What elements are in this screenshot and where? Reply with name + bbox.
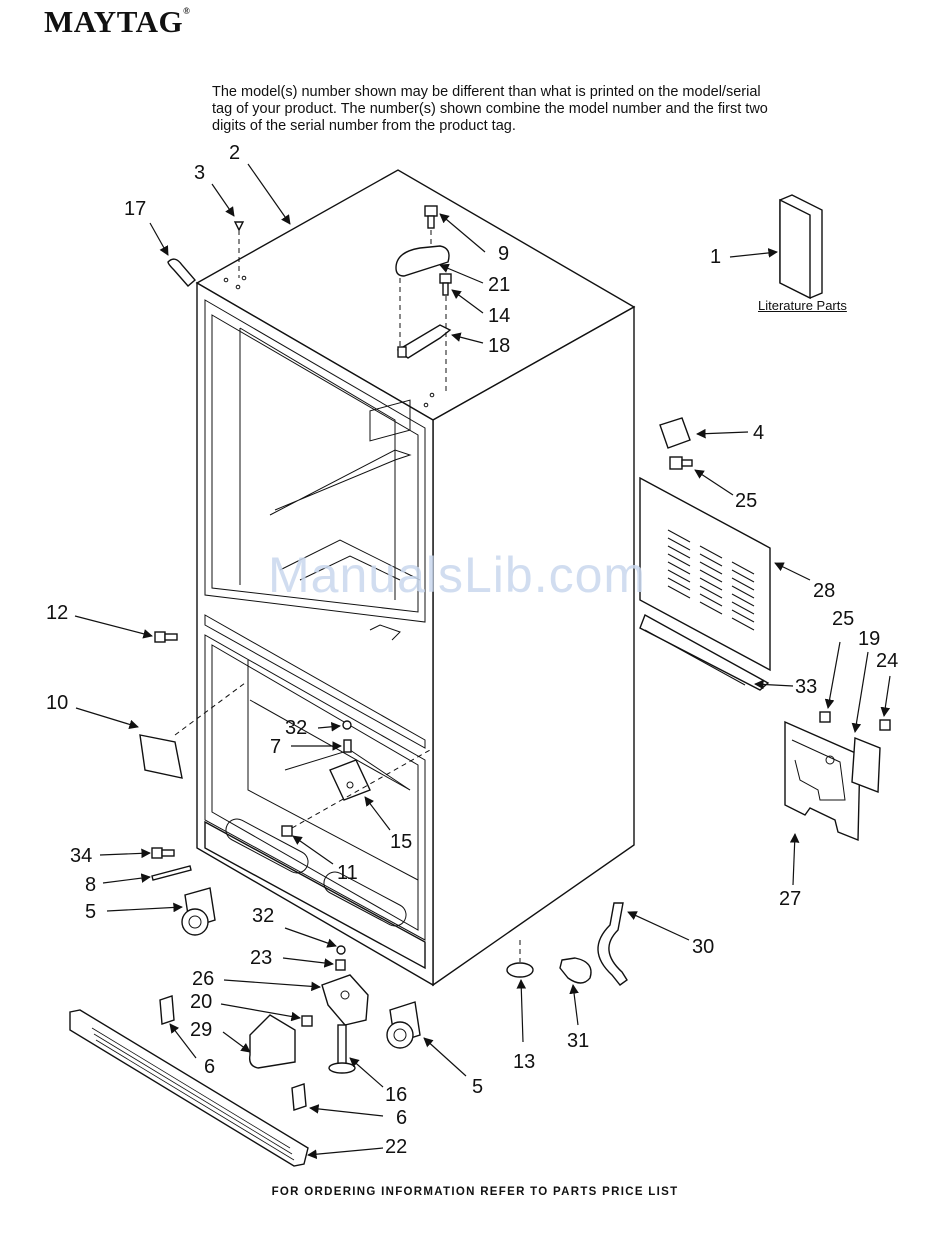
pin-part-7 (343, 739, 352, 753)
screw-part-11 (281, 749, 431, 837)
callout-6a: 6 (204, 1056, 215, 1078)
brand-name: MAYTAG (44, 4, 184, 39)
callout-12: 12 (46, 602, 68, 624)
screw-part-25a (669, 456, 693, 470)
callout-19: 19 (858, 628, 880, 650)
bracket-part-15 (329, 759, 371, 801)
strip-part-33 (639, 613, 770, 691)
callout-24: 24 (876, 650, 898, 672)
caster-part-5b (386, 1001, 421, 1049)
callout-20: 20 (190, 991, 212, 1013)
callout-29: 29 (190, 1019, 212, 1041)
screw-part-20 (301, 1015, 313, 1027)
callout-26: 26 (192, 968, 214, 990)
clip-part-6a (159, 995, 175, 1025)
washer-part-32b (336, 945, 346, 955)
cover-part-27 (784, 711, 891, 842)
bolt-part-8 (151, 865, 192, 881)
callout-15: 15 (390, 831, 412, 853)
callout-16: 16 (385, 1084, 407, 1106)
top-hinge-assembly (233, 205, 452, 395)
callout-31: 31 (567, 1030, 589, 1052)
callout-32a: 32 (285, 717, 307, 739)
callout-25a: 25 (735, 490, 757, 512)
callout-8: 8 (85, 874, 96, 896)
screw-part-23 (335, 959, 346, 971)
washer-part-32a (342, 720, 352, 730)
callout-28: 28 (813, 580, 835, 602)
callout-27: 27 (779, 888, 801, 910)
screw-part-12 (154, 631, 178, 643)
callout-1: 1 (710, 246, 721, 268)
callout-14: 14 (488, 305, 510, 327)
callout-10: 10 (46, 692, 68, 714)
screw-part-34 (151, 847, 175, 859)
control-part-10 (139, 682, 246, 779)
grommet-part-13 (506, 962, 534, 978)
label-part-4 (659, 417, 691, 449)
literature-part-1 (779, 194, 823, 300)
callout-4: 4 (753, 422, 764, 444)
callout-11: 11 (337, 862, 358, 884)
base-grille-part-22 (69, 1009, 309, 1167)
model-number-note: The model(s) number shown may be differe… (212, 84, 768, 134)
callout-18: 18 (488, 335, 510, 357)
callout-3: 3 (194, 162, 205, 184)
leveling-bracket-part-26 (321, 974, 369, 1026)
wire-part-17 (167, 258, 196, 287)
watermark: ManualsLib.com (268, 547, 647, 603)
callout-32b: 32 (252, 905, 274, 927)
caster-part-5a (181, 887, 216, 936)
tube-part-30 (597, 902, 628, 986)
clamp-part-31 (559, 957, 592, 984)
callout-34: 34 (70, 845, 92, 867)
registered-mark: ® (183, 6, 191, 16)
callout-6b: 6 (396, 1107, 407, 1129)
callout-23: 23 (250, 947, 272, 969)
callout-2: 2 (229, 142, 240, 164)
cover-part-29 (248, 1014, 296, 1069)
callout-5b: 5 (472, 1076, 483, 1098)
brand-logo: MAYTAG® (44, 4, 190, 40)
callout-7: 7 (270, 736, 281, 758)
callout-21: 21 (488, 274, 510, 296)
ordering-footer: FOR ORDERING INFORMATION REFER TO PARTS … (271, 1186, 679, 1198)
callout-labels: 1 2 3 4 5 5 6 6 7 8 9 10 11 12 13 14 15 … (46, 142, 898, 1158)
callout-13: 13 (513, 1051, 535, 1073)
callout-25b: 25 (832, 608, 854, 630)
grille-part-28 (639, 476, 771, 672)
callout-30: 30 (692, 936, 714, 958)
callout-22: 22 (385, 1136, 407, 1158)
literature-parts-label: Literature Parts (758, 298, 847, 313)
callout-33: 33 (795, 676, 817, 698)
leveling-leg-part-16 (328, 1024, 356, 1074)
callout-9: 9 (498, 243, 509, 265)
callout-5a: 5 (85, 901, 96, 923)
leader-lines (74, 163, 891, 1159)
clip-part-6b (291, 1083, 307, 1111)
callout-17: 17 (124, 198, 146, 220)
